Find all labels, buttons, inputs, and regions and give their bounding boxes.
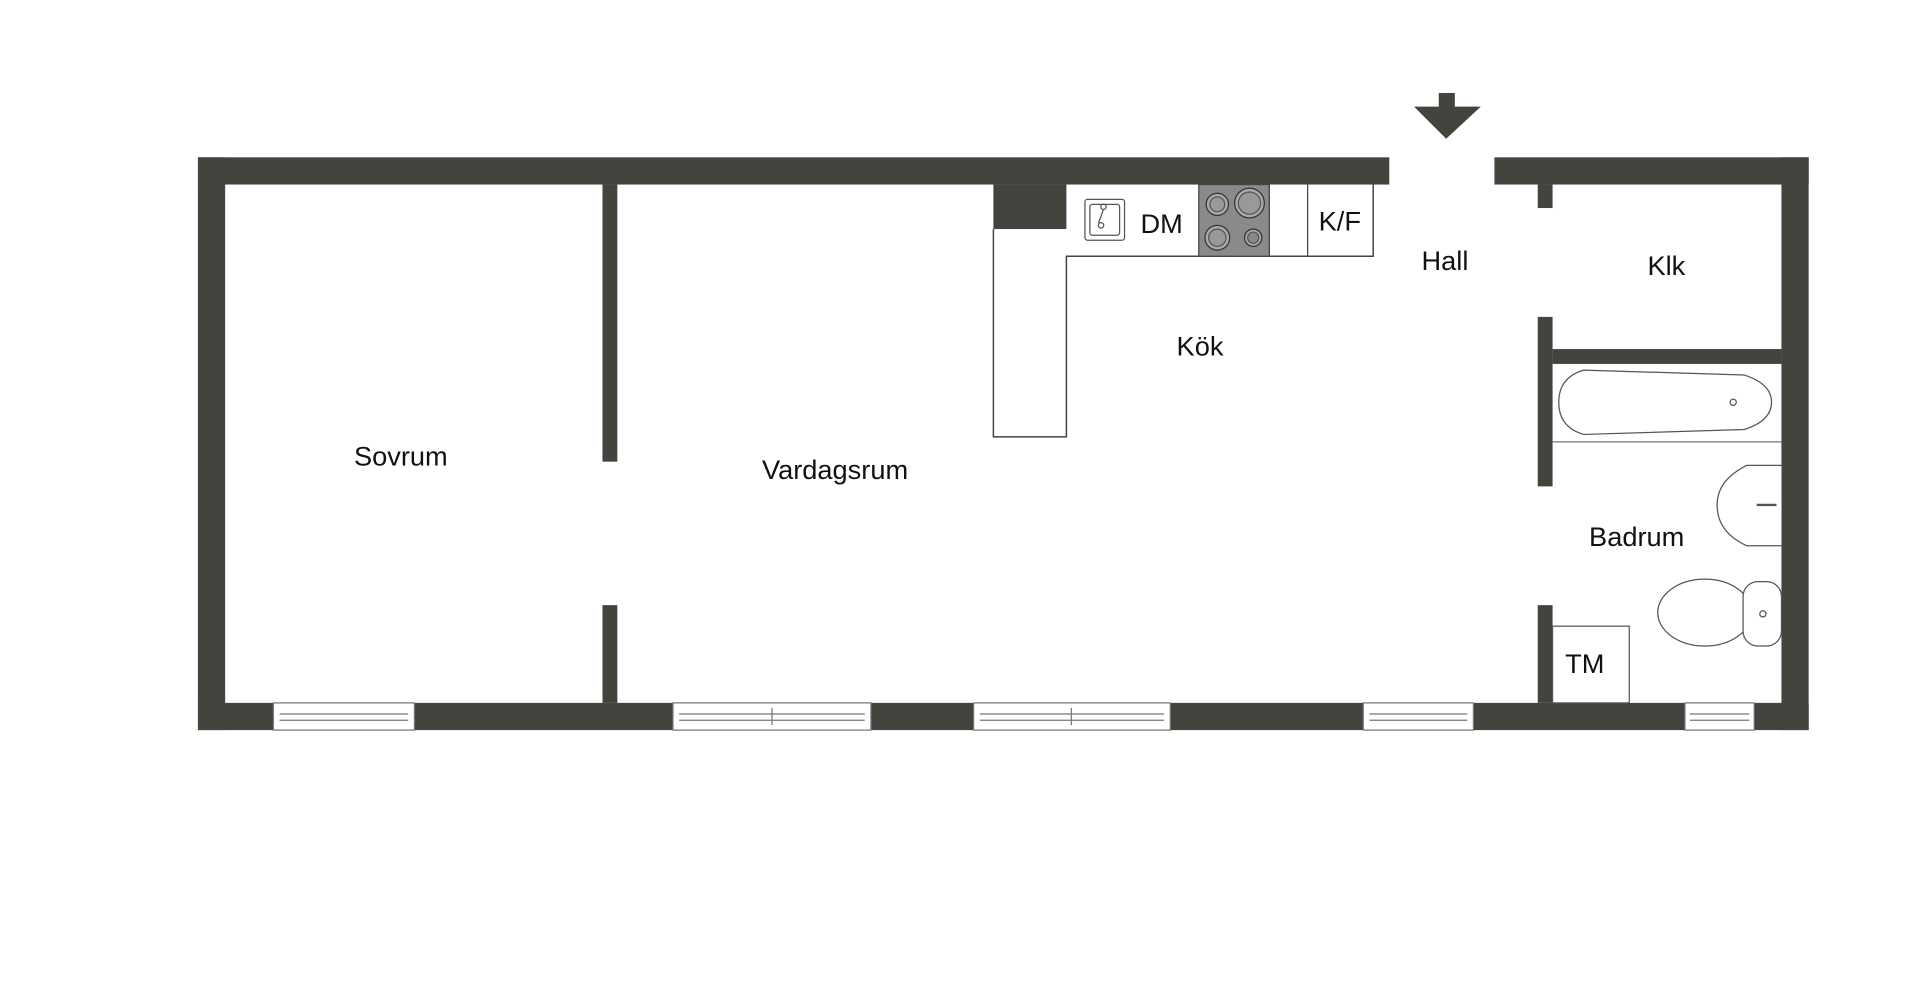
washbasin-icon [1716, 464, 1782, 547]
window [1684, 702, 1755, 731]
toilet-icon [1657, 578, 1783, 647]
fridge-freezer-label: K/F [1319, 205, 1361, 236]
washing-machine [1551, 625, 1630, 704]
room-label-klk: Klk [1647, 250, 1685, 281]
room-label-kok: Kök [1177, 330, 1224, 361]
kitchen-counter [992, 184, 1374, 438]
window [272, 702, 416, 731]
window [1362, 702, 1475, 731]
room-label-badrum: Badrum [1589, 521, 1684, 552]
bathtub-icon [1552, 369, 1782, 443]
interior-walls [602, 184, 1782, 703]
room-label-vardagsrum: Vardagsrum [762, 454, 908, 485]
room-label-hall: Hall [1422, 245, 1469, 276]
cooktop-icon [1198, 183, 1270, 257]
windows [272, 702, 1755, 731]
entrance-arrow-icon [1414, 92, 1481, 139]
window [672, 702, 872, 731]
window [972, 702, 1171, 731]
room-label-sovrum: Sovrum [354, 440, 448, 471]
washing-machine-label: TM [1565, 648, 1604, 679]
sink-icon [1084, 198, 1126, 241]
dishwasher-label: DM [1140, 208, 1182, 239]
